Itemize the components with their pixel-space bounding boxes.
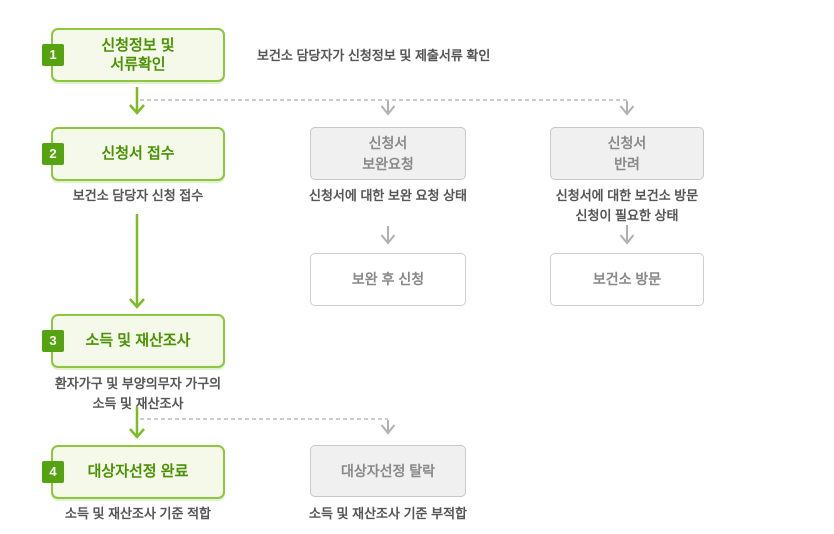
arrow-step2-to-step3: [129, 214, 145, 309]
return-label: 신청서 반려: [607, 135, 647, 172]
return-caption: 신청서에 대한 보건소 방문 신청이 필요한 상태: [555, 188, 699, 223]
step-1-badge: 1: [42, 44, 64, 66]
arrow-to-return-box: [619, 101, 635, 116]
fail-label: 대상자선정 탈락: [340, 462, 436, 479]
arrow-step3-to-step4: [129, 407, 145, 439]
return-result-label: 보건소 방문: [592, 271, 662, 288]
step-4-label: 대상자선정 완료: [87, 463, 189, 481]
step-3-box: 3 소득 및 재산조사: [42, 314, 225, 368]
step-2-badge: 2: [42, 143, 64, 165]
supplement-result-box: 보완 후 신청: [310, 253, 466, 306]
step-3-caption: 환자가구 및 부양의무자 가구의 소득 및 재산조사: [54, 376, 222, 411]
supplement-request-box: 신청서 보완요청: [310, 127, 466, 180]
step-1-box: 1 신청정보 및 서류확인: [42, 28, 225, 82]
step-4-box: 4 대상자선정 완료: [42, 445, 225, 499]
arrow-supplement-to-result: [380, 226, 396, 245]
supplement-result-label: 보완 후 신청: [351, 271, 425, 288]
step-2-label: 신청서 접수: [101, 145, 175, 163]
fail-caption: 소득 및 재산조사 기준 부적합: [309, 506, 467, 521]
arrow-to-supplement-box: [380, 101, 396, 116]
arrow-return-to-result: [619, 225, 635, 245]
step-2-caption: 보건소 담당자 신청 접수: [72, 188, 204, 203]
return-result-box: 보건소 방문: [550, 253, 704, 306]
step-4-caption: 소득 및 재산조사 기준 적합: [64, 506, 211, 521]
supplement-request-caption: 신청서에 대한 보완 요청 상태: [309, 188, 467, 203]
return-box: 신청서 반려: [550, 127, 704, 180]
step-2-box: 2 신청서 접수: [42, 127, 225, 181]
fail-box: 대상자선정 탈락: [310, 445, 466, 497]
step-3-label: 소득 및 재산조사: [85, 332, 191, 350]
step-4-badge: 4: [42, 461, 64, 483]
supplement-request-label: 신청서 보완요청: [362, 135, 414, 172]
arrow-step1-to-step2: [129, 87, 145, 115]
arrow-to-fail-box: [380, 420, 396, 435]
step-3-badge: 3: [42, 330, 64, 352]
step-1-label: 신청정보 및 서류확인: [101, 36, 175, 74]
step-1-caption: 보건소 담당자가 신청정보 및 제출서류 확인: [257, 48, 491, 63]
